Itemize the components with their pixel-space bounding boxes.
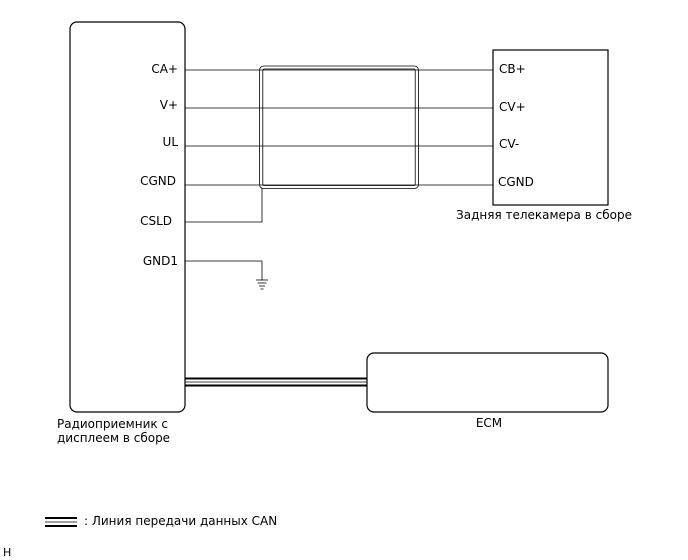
legend-text: : Линия передачи данных CAN <box>84 514 277 528</box>
ecm-label: ECM <box>476 416 502 430</box>
camera-pin-cv-minus: CV- <box>499 137 519 151</box>
legend-can-symbol <box>45 517 77 527</box>
wire-gnd1 <box>185 260 263 280</box>
ecm-box <box>366 352 609 413</box>
radio-pin-csld: CSLD <box>140 214 172 228</box>
camera-pin-cb-plus: CB+ <box>499 62 526 76</box>
camera-pin-cgnd: CGND <box>498 175 534 189</box>
radio-pin-ul: UL <box>163 135 179 149</box>
corner-mark: H <box>3 546 11 559</box>
radio-label-line1: Радиоприемник с <box>57 417 168 431</box>
can-bus-line <box>185 377 367 387</box>
radio-label-line2: дисплеем в сборе <box>57 431 170 445</box>
ground-symbol <box>256 279 268 290</box>
wire-csld-drain <box>185 188 263 223</box>
camera-pin-cv-plus: CV+ <box>499 100 526 114</box>
camera-label: Задняя телекамера в сборе <box>456 208 632 222</box>
cable-shield <box>259 65 419 189</box>
radio-pin-ca-plus: CA+ <box>151 62 178 76</box>
radio-pin-v-plus: V+ <box>160 98 178 112</box>
camera-unit-box <box>492 49 609 206</box>
radio-unit-box <box>69 21 186 413</box>
radio-pin-gnd1: GND1 <box>143 254 178 268</box>
radio-pin-cgnd: CGND <box>140 174 176 188</box>
